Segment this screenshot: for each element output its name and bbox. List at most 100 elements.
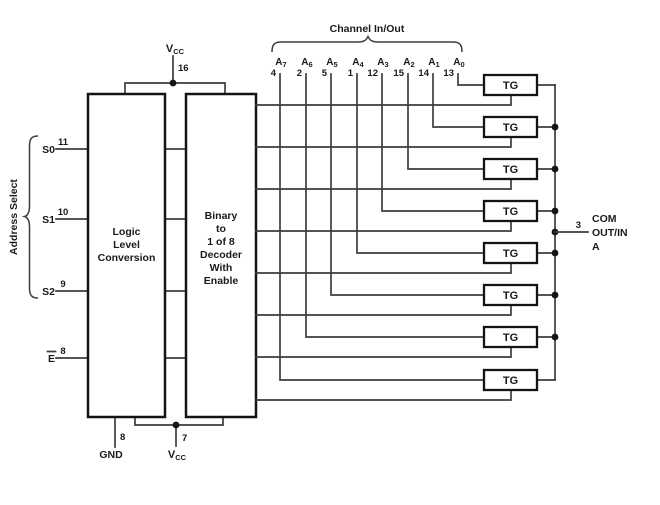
- channel-label-A6-main: A: [301, 57, 308, 68]
- vcc-top-junction-dot: [169, 79, 177, 87]
- decoder-block-text-line: Binary: [205, 210, 238, 222]
- channel-label-A3-sub: 3: [385, 60, 389, 69]
- channel-label-A7-main: A: [275, 57, 282, 68]
- tg-block-row-5: [482, 283, 539, 307]
- tg-block-label-row-5: TG: [503, 290, 518, 302]
- bus-junction-dot-row-6: [551, 333, 559, 341]
- channel-label-A1-sub: 1: [436, 60, 440, 69]
- vcc-bottom-label-sub: CC: [175, 453, 186, 462]
- channel-pin-number-13: 13: [443, 68, 454, 79]
- channel-label-A1: A1: [428, 57, 439, 69]
- tg-block-row-4: [482, 241, 539, 265]
- tg-block-row-1: [482, 115, 539, 139]
- tg-block-label-row-1: TG: [503, 122, 518, 134]
- decoder-block-text-line: to: [216, 223, 226, 235]
- decoder-control-wire-row-2: [255, 178, 512, 190]
- decoder-control-wire-row-0: [255, 94, 512, 106]
- decoder-block: [184, 92, 258, 419]
- logic-block-text-line: Conversion: [98, 252, 156, 264]
- bus-junction-dot-row-2: [551, 165, 559, 173]
- channel-label-A6-sub: 6: [309, 60, 313, 69]
- vcc-top-label: VCC: [166, 43, 185, 56]
- channel-label-A6: A6: [301, 57, 312, 69]
- channel-label-A5-sub: 5: [334, 60, 338, 69]
- com-pin-number: 3: [576, 220, 581, 231]
- channel-label-A1-main: A: [428, 57, 435, 68]
- decoder-block-text-line: Decoder: [200, 249, 242, 261]
- channel-label-A4-main: A: [352, 57, 359, 68]
- channel-label-A5: A5: [326, 57, 337, 69]
- left-pin-number-E: 8: [60, 346, 65, 357]
- channel-label-A3-main: A: [377, 57, 384, 68]
- channel-pin-number-4: 4: [271, 68, 277, 79]
- logic-level-conversion-block: [86, 92, 167, 419]
- bus-junction-dot-row-1: [551, 123, 559, 131]
- left-pin-label-E: E: [48, 353, 55, 365]
- channel-pin-number-12: 12: [367, 68, 378, 79]
- vcc-top-pin-number: 16: [178, 63, 189, 74]
- decoder-block-text-line: With: [210, 262, 233, 274]
- channel-wire-row-1: [432, 73, 485, 128]
- channel-label-A2: A2: [403, 57, 414, 69]
- tg-block-label-row-6: TG: [503, 332, 518, 344]
- channel-label-A2-sub: 2: [411, 60, 415, 69]
- channel-wire-row-2: [407, 73, 485, 170]
- gnd-label: GND: [99, 449, 123, 461]
- channel-wire-row-5: [330, 73, 485, 296]
- vcc-bottom-pin-number: 7: [182, 433, 187, 444]
- channel-pin-number-5: 5: [322, 68, 328, 79]
- tg-block-label-row-4: TG: [503, 248, 518, 260]
- channel-label-A0: A0: [453, 57, 464, 69]
- bus-junction-dot-row-4: [551, 249, 559, 257]
- channel-label-A0-main: A: [453, 57, 460, 68]
- gnd-pin-number: 8: [120, 432, 125, 443]
- bus-junction-dot-row-5: [551, 291, 559, 299]
- channel-label-A0-sub: 0: [461, 60, 465, 69]
- channel-label-A4: A4: [352, 57, 364, 69]
- decoder-control-wire-row-4: [255, 262, 512, 274]
- channel-in-out-label: Channel In/Out: [330, 23, 405, 35]
- vcc-top-label-main: V: [166, 43, 174, 55]
- left-pin-number-S1: 10: [58, 207, 69, 218]
- channel-in-out-brace: [271, 34, 463, 53]
- channel-pin-number-15: 15: [393, 68, 404, 79]
- channel-label-A7-sub: 7: [283, 60, 287, 69]
- vcc-bottom-label-main: V: [168, 449, 176, 461]
- decoder-control-wire-row-7: [255, 389, 512, 401]
- logic-block-text-line: Logic: [113, 226, 141, 238]
- channel-pin-number-14: 14: [418, 68, 429, 79]
- channel-wire-row-6: [305, 73, 485, 338]
- vcc-bottom-junction-dot: [172, 421, 180, 429]
- channel-label-A7: A7: [275, 57, 286, 69]
- decoder-control-wire-row-6: [255, 346, 512, 358]
- tg-block-row-0: [482, 73, 539, 97]
- channel-wire-row-3: [381, 73, 485, 212]
- com-out-in-label-line: A: [592, 241, 600, 253]
- left-pin-label-S1: S1: [42, 214, 55, 226]
- left-pin-number-S2: 9: [60, 279, 65, 290]
- vcc-top-label-sub: CC: [173, 47, 184, 56]
- channel-pin-number-1: 1: [348, 68, 354, 79]
- channel-label-A5-main: A: [326, 57, 333, 68]
- channel-label-A3: A3: [377, 57, 388, 69]
- left-pin-number-S0: 11: [58, 137, 69, 148]
- tg-block-label-row-2: TG: [503, 164, 518, 176]
- decoder-block-text-line: Enable: [204, 275, 239, 287]
- address-select-label: Address Select: [8, 179, 20, 255]
- tg-block-label-row-7: TG: [503, 375, 518, 387]
- tg-block-row-2: [482, 157, 539, 181]
- decoder-control-wire-row-1: [255, 136, 512, 148]
- tg-block-row-7: [482, 368, 539, 392]
- left-pin-label-S2: S2: [42, 286, 55, 298]
- decoder-block-text-line: 1 of 8: [207, 236, 235, 248]
- com-out-in-label-line: OUT/IN: [592, 227, 628, 239]
- tg-block-row-3: [482, 199, 539, 223]
- channel-label-A2-main: A: [403, 57, 410, 68]
- address-select-brace: [21, 135, 39, 299]
- tg-block-label-row-0: TG: [503, 80, 518, 92]
- left-pin-label-S0: S0: [42, 144, 55, 156]
- channel-wire-row-7: [279, 73, 485, 381]
- vcc-bottom-label: VCC: [168, 449, 187, 462]
